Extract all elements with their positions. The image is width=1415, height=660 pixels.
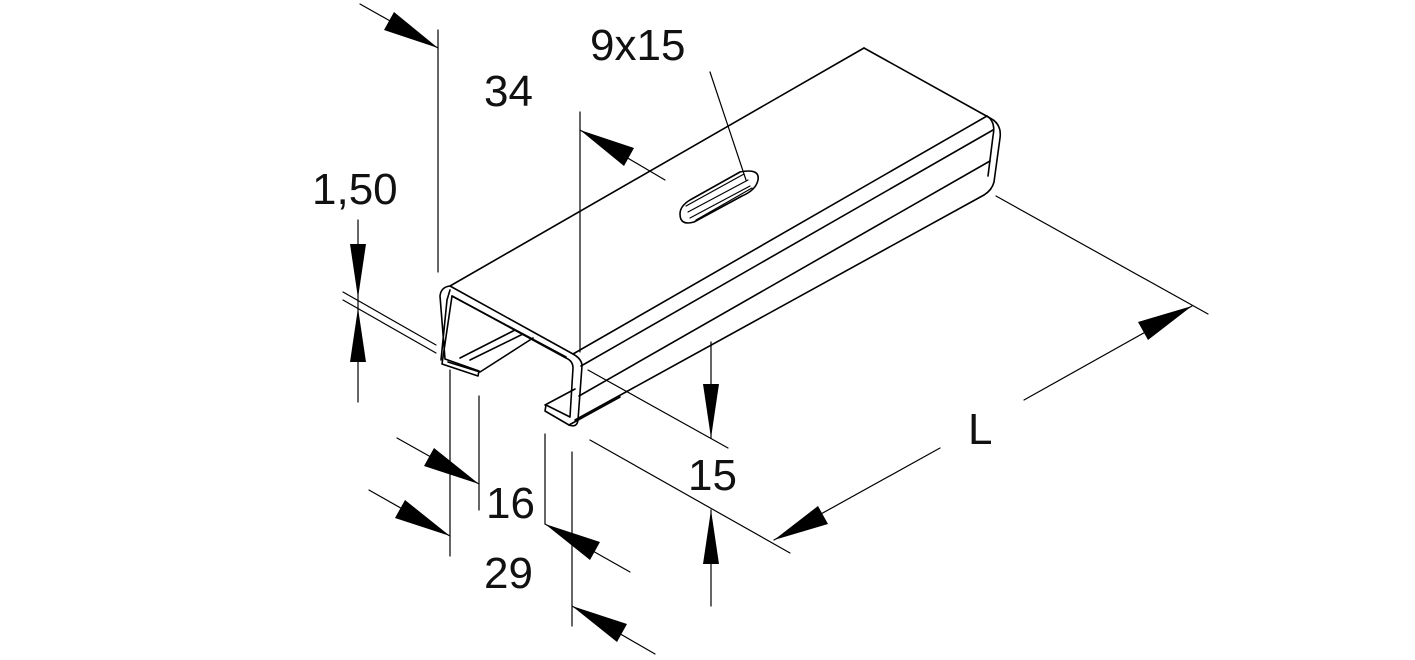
label-1-50: 1,50 bbox=[312, 165, 398, 214]
front-section-outline bbox=[439, 285, 583, 427]
left-lip bbox=[447, 329, 534, 373]
far-end bbox=[863, 47, 1002, 196]
side-upper bbox=[580, 129, 994, 367]
label-15: 15 bbox=[688, 451, 737, 500]
dimension-hole: 9x15 bbox=[590, 21, 747, 181]
label-l: L bbox=[968, 405, 992, 454]
top-back-edge bbox=[449, 47, 865, 287]
dimension-l: L bbox=[773, 195, 1209, 541]
label-34: 34 bbox=[484, 67, 533, 116]
label-9x15: 9x15 bbox=[590, 21, 685, 70]
side-mid bbox=[578, 160, 991, 397]
top-front-edge bbox=[572, 115, 988, 355]
dimension-16-29: 16 29 bbox=[368, 369, 656, 655]
label-29: 29 bbox=[484, 549, 533, 598]
dimension-1-50: 1,50 bbox=[312, 165, 437, 403]
side-lower bbox=[574, 194, 985, 421]
rail-profile bbox=[439, 47, 1002, 427]
label-16: 16 bbox=[486, 479, 535, 528]
dimension-15: 15 bbox=[587, 341, 791, 607]
far-end-inner bbox=[986, 115, 995, 177]
slot-hole bbox=[679, 170, 759, 224]
front-section-inner bbox=[440, 289, 567, 361]
bottom-lip-edge bbox=[544, 388, 621, 426]
dimension-34: 34 bbox=[359, 3, 666, 353]
